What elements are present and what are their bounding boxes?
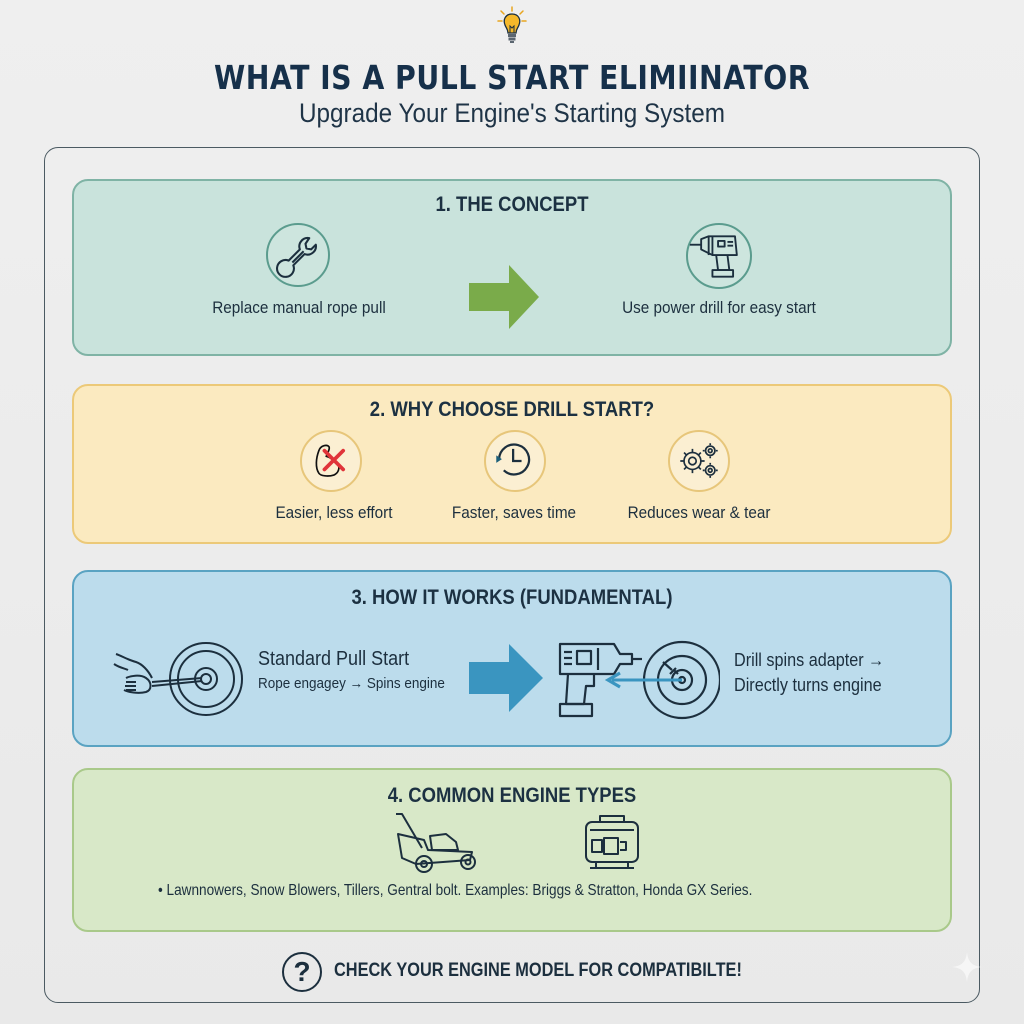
engine-types-text: • Lawnnowers, Snow Blowers, Tillers, Gen… [158,882,753,899]
arrow-right-icon [469,265,539,329]
generator-icon [585,815,639,869]
outer-frame [44,147,980,1003]
section-title: 2. WHY CHOOSE DRILL START? [369,398,655,421]
question-mark-icon: ? [282,952,322,992]
gears-icon [668,430,730,492]
lightbulb-icon [497,6,527,43]
benefit-easier-label: Easier, less effort [275,503,393,522]
page-title: WHAT IS A PULL START ELIMIINATOR [213,58,811,97]
section-title: 3. HOW IT WORKS (FUNDAMENTAL) [351,586,673,609]
compatibility-callout: ? CHECK YOUR ENGINE MODEL FOR COMPATIBIL… [282,952,762,992]
section-concept: 1. THE CONCEPT Replace manual rope pull … [72,179,952,356]
standard-pull-start-heading: Standard Pull Start [258,648,410,670]
drill-explanation-line2: Directly turns engine [734,675,882,695]
concept-to-label: Use power drill for easy start [622,298,816,317]
compatibility-text: CHECK YOUR ENGINE MODEL FOR COMPATIBILTE… [334,960,742,981]
section-how-it-works: 3. HOW IT WORKS (FUNDAMENTAL) Standard P… [72,570,952,747]
clock-icon [484,430,546,492]
section-title: 1. THE CONCEPT [435,193,589,216]
drill-turning-engine-icon [558,640,720,720]
section-title: 4. COMMON ENGINE TYPES [387,784,637,807]
section-engine-types: 4. COMMON ENGINE TYPES • Lawnnowers, Sno… [72,768,952,932]
page-subtitle: Upgrade Your Engine's Starting System [298,98,726,128]
flexed-arm-crossed-icon [300,430,362,492]
hand-pulling-rope-icon [113,642,243,716]
benefit-faster-label: Faster, saves time [451,503,577,522]
lawnmower-icon [396,813,476,873]
wrench-icon [266,223,330,287]
section-why-drill-start: 2. WHY CHOOSE DRILL START? Easier, less … [72,384,952,544]
drill-explanation-line1: Drill spins adapter → [734,650,885,670]
sparkle-icon [952,952,982,982]
concept-from-label: Replace manual rope pull [212,298,386,317]
arrow-right-icon [469,644,543,712]
power-drill-icon [686,223,752,289]
standard-pull-start-detail: Rope engagey → Spins engine [258,675,445,692]
benefit-wear-label: Reduces wear & tear [627,503,771,522]
